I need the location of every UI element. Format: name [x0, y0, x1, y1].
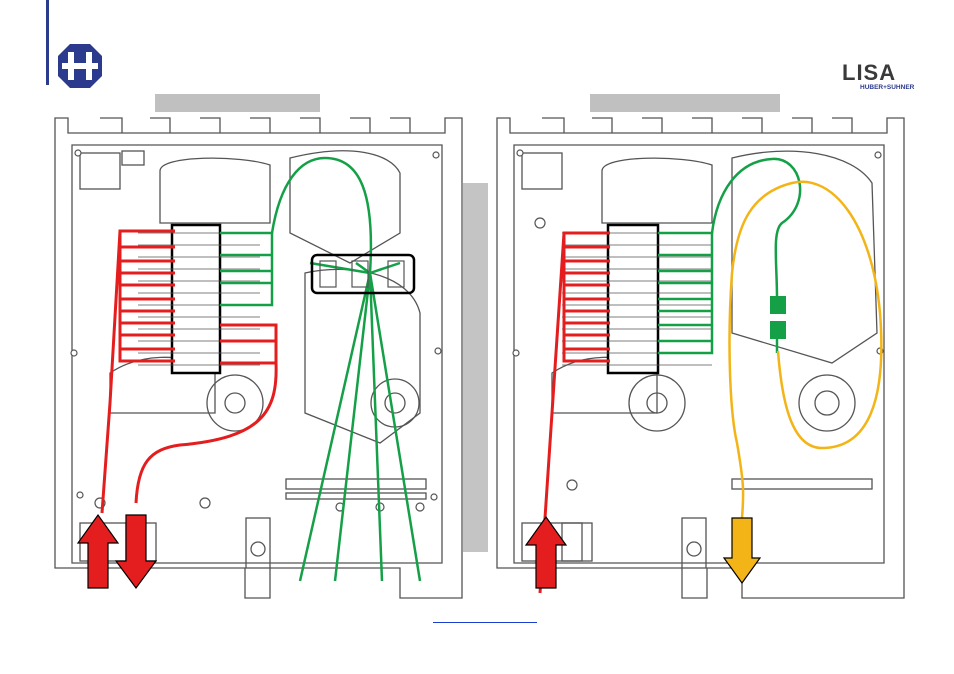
right-green-fibers [658, 157, 802, 355]
header-accent-line [46, 0, 49, 85]
huber-suhner-logo-icon [58, 44, 102, 88]
right-splice-holder [606, 223, 660, 375]
left-housing-outline [54, 117, 463, 599]
left-screw-holes [70, 149, 442, 512]
right-green-connector-top [770, 296, 786, 314]
lisa-logo: LISA HUBER+SUHNER [842, 60, 915, 94]
right-down-arrow-icon [722, 517, 762, 585]
lisa-logo-word: LISA [842, 60, 897, 85]
left-adapter-box [310, 253, 416, 295]
right-housing-outline [496, 117, 905, 599]
left-panel-header-bar [155, 94, 320, 112]
left-up-arrow-icon [76, 513, 120, 589]
footer-link-underline[interactable] [433, 612, 537, 623]
right-screw-holes [512, 149, 884, 491]
right-up-arrow-icon [524, 515, 568, 589]
left-red-fibers [100, 229, 278, 514]
right-panel-header-bar [590, 94, 780, 112]
right-panel-diagram [496, 117, 905, 599]
center-gray-divider [463, 183, 488, 552]
left-splice-holder [170, 223, 222, 375]
left-down-arrow-icon [114, 514, 158, 590]
right-green-connector-bottom [770, 321, 786, 339]
left-panel-diagram [54, 117, 463, 599]
lisa-logo-sub: HUBER+SUHNER [860, 84, 915, 91]
right-yellow-fiber [728, 180, 883, 519]
